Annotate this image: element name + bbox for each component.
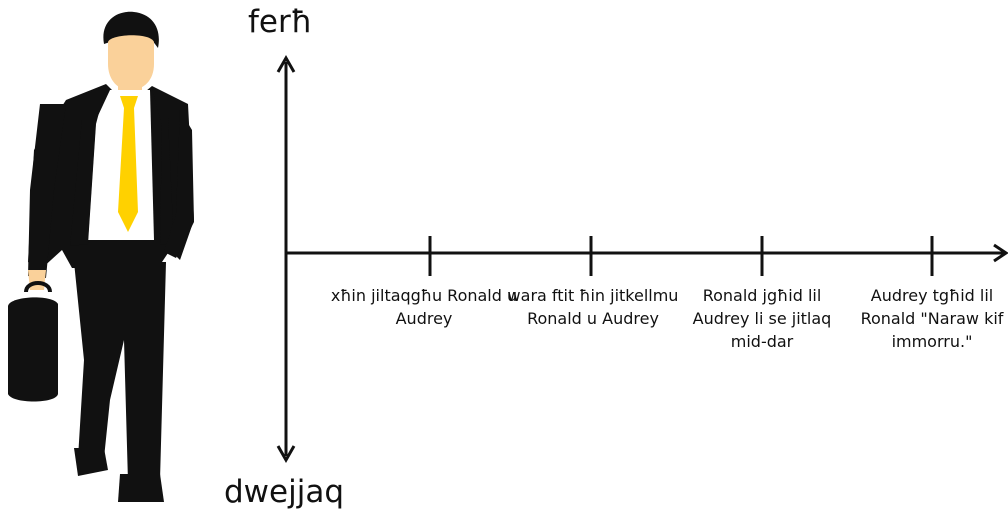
axis-arrow-up [276, 54, 296, 73]
event-label-2: wara ftit ħin jitkellmu Ronald u Audrey [507, 286, 679, 328]
businessman-walking-with-briefcase-icon [8, 11, 194, 502]
event-label-1: xħin jiltaqgħu Ronald u Audrey [330, 286, 518, 328]
axis-arrow-down [276, 445, 296, 464]
left-arm [28, 104, 66, 278]
right-shoe [118, 474, 164, 502]
briefcase-handle [24, 281, 52, 293]
lapel-right [152, 88, 174, 246]
tie [118, 96, 138, 232]
right-arm [164, 110, 194, 258]
event-label-3: Ronald jgħid lil Audrey li se jitlaq mid… [692, 286, 832, 351]
trousers [74, 262, 166, 482]
briefcase [8, 297, 58, 402]
axis-label-bottom: dwejjaq [224, 474, 345, 510]
event-label-4: Audrey tgħid lil Ronald "Naraw kif immor… [860, 286, 1004, 351]
axis-arrow-right [993, 243, 1008, 263]
face [108, 35, 154, 90]
axis-label-top: ferħ [248, 4, 313, 40]
lapel-left [70, 86, 106, 246]
left-shoe [74, 448, 108, 476]
